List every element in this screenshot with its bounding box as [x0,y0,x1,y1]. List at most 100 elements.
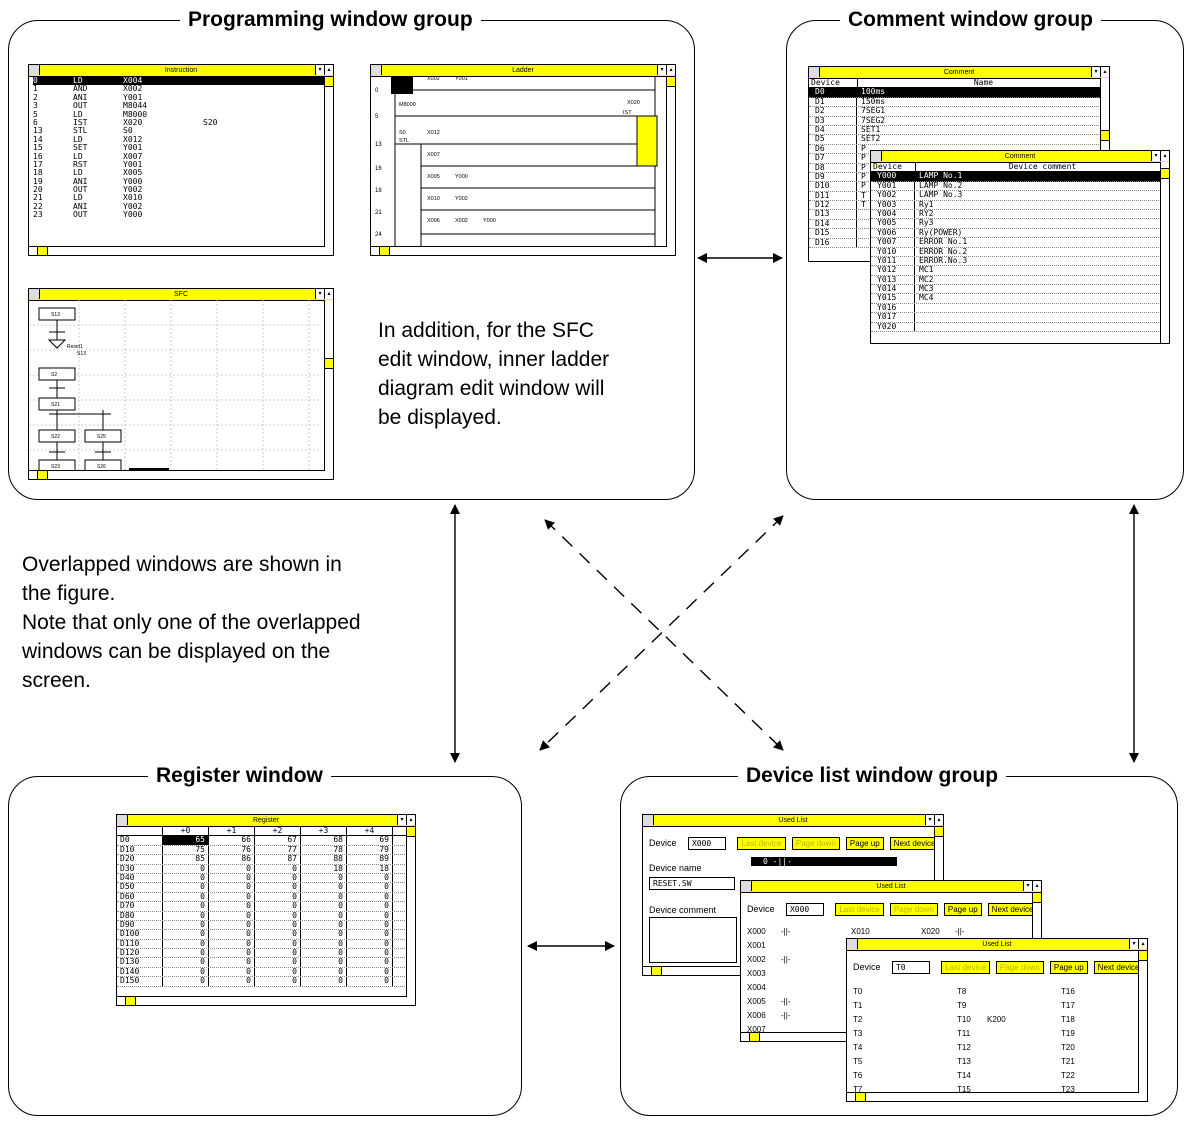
register-value-cell[interactable]: 0 [301,901,347,911]
register-value-cell[interactable]: 0 [255,958,301,967]
register-value-cell[interactable]: 67 [255,835,301,845]
minimize-icon[interactable]: ▾ [925,815,934,825]
next-device-button[interactable]: Next device [1093,961,1144,974]
register-value-cell[interactable]: 77 [255,845,301,855]
maximize-icon[interactable]: ▴ [406,815,415,825]
system-menu-icon[interactable] [117,815,128,825]
register-value-cell[interactable]: 0 [301,882,347,892]
maximize-icon[interactable]: ▴ [1160,151,1169,161]
register-value-cell[interactable]: 0 [347,920,393,930]
register-value-cell[interactable]: 0 [163,958,209,967]
page-up-button[interactable]: Page up [1049,961,1088,974]
maximize-icon[interactable]: ▴ [934,815,943,825]
maximize-icon[interactable]: ▴ [324,289,333,299]
register-value-cell[interactable]: 66 [209,835,255,845]
last-device-button[interactable]: Last device [941,961,990,974]
system-menu-icon[interactable] [741,881,752,891]
system-menu-icon[interactable] [809,67,820,77]
register-value-cell[interactable]: 0 [347,967,393,977]
used-list-row[interactable]: X007 [747,1023,1027,1037]
minimize-icon[interactable]: ▾ [1091,67,1100,77]
register-value-cell[interactable]: 0 [163,892,209,902]
used-list-row[interactable]: X001 [747,939,1027,953]
page-down-button[interactable]: Page down [889,903,938,916]
used-list-row[interactable]: X002-||- [747,953,1027,967]
register-value-cell[interactable]: 0 [163,976,209,986]
register-value-cell[interactable]: 0 [347,958,393,967]
register-value-cell[interactable]: 0 [163,911,209,920]
register-value-cell[interactable]: 76 [209,845,255,855]
comment-row[interactable]: Y020 [871,322,1169,333]
used-list-title-bar[interactable]: Used List ▾ ▴ [741,881,1041,893]
device-comment-field[interactable] [649,917,737,963]
vertical-scrollbar[interactable] [1138,950,1147,1101]
register-value-cell[interactable]: 0 [209,873,255,883]
register-value-cell[interactable]: 0 [209,920,255,930]
device-name-field[interactable]: RESET.SW [649,877,735,890]
register-value-cell[interactable]: 0 [163,901,209,911]
register-value-cell[interactable]: 0 [255,976,301,986]
register-value-cell[interactable]: 0 [347,948,393,958]
horizontal-scrollbar[interactable] [117,996,407,1005]
register-value-cell[interactable]: 0 [255,939,301,949]
vertical-scrollbar[interactable] [1160,162,1169,343]
system-menu-icon[interactable] [847,939,858,949]
register-value-cell[interactable]: 0 [347,976,393,986]
minimize-icon[interactable]: ▾ [1023,881,1032,891]
register-value-cell[interactable]: 0 [163,939,209,949]
system-menu-icon[interactable] [871,151,882,161]
register-value-cell[interactable]: 0 [163,864,209,873]
instruction-title-bar[interactable]: Instruction ▾ ▴ [29,65,333,77]
register-title-bar[interactable]: Register ▾ ▴ [117,815,415,827]
register-value-cell[interactable]: 0 [347,901,393,911]
register-value-cell[interactable]: 0 [209,948,255,958]
register-value-cell[interactable]: 0 [347,929,393,939]
register-value-cell[interactable]: 0 [347,939,393,949]
vertical-scrollbar[interactable] [666,76,675,255]
register-value-cell[interactable]: 0 [301,948,347,958]
register-value-cell[interactable]: 69 [347,835,393,845]
register-value-cell[interactable]: 0 [209,882,255,892]
maximize-icon[interactable]: ▴ [1032,881,1041,891]
register-value-cell[interactable]: 0 [209,958,255,967]
register-value-cell[interactable]: 0 [347,873,393,883]
register-value-cell[interactable]: 0 [301,920,347,930]
used-list-title-bar[interactable]: Used List ▾ ▴ [643,815,943,827]
register-value-cell[interactable]: 0 [255,911,301,920]
system-menu-icon[interactable] [643,815,654,825]
